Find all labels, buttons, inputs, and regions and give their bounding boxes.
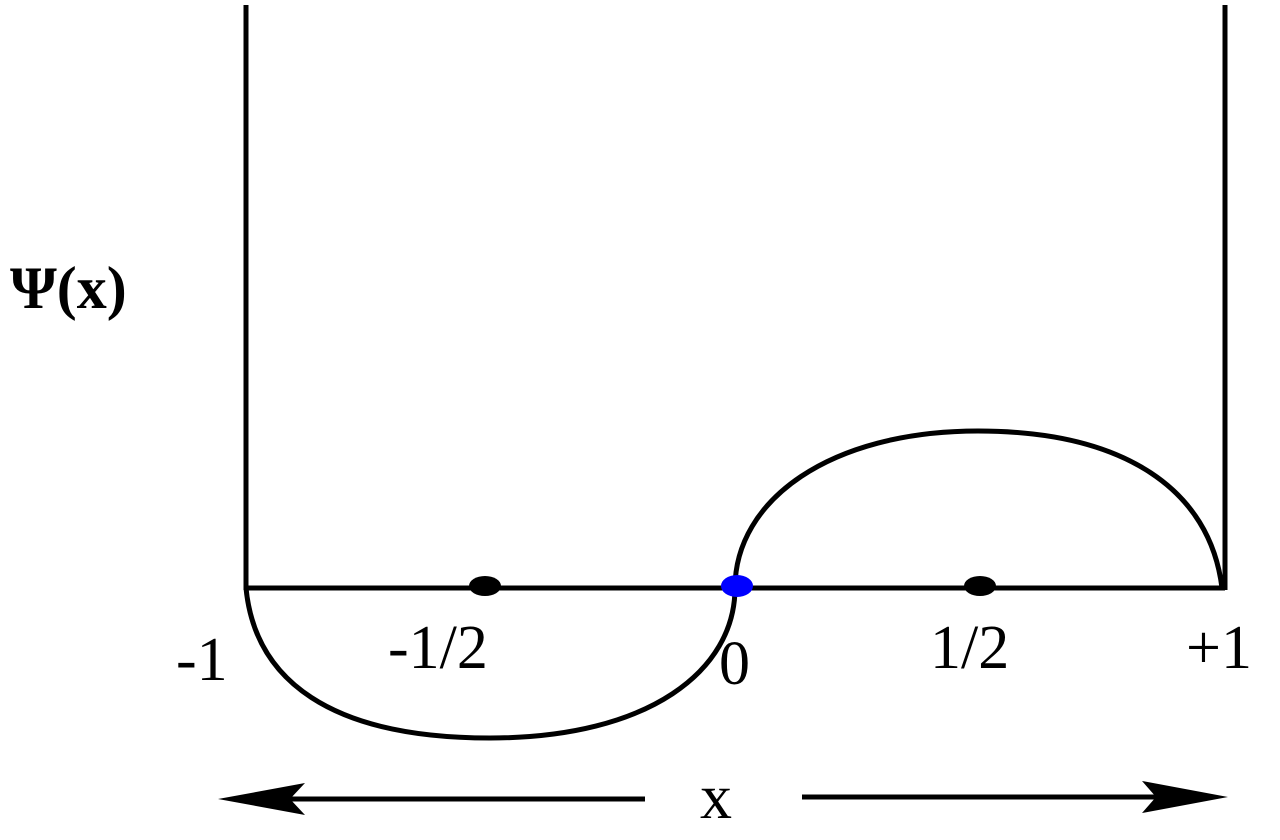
y-axis-label: Ψ(x) bbox=[10, 255, 127, 321]
marker-zero bbox=[721, 575, 753, 597]
marker-half bbox=[964, 576, 996, 596]
tick-label-minus-one: -1 bbox=[176, 626, 228, 694]
x-arrow-right-head bbox=[1142, 781, 1228, 813]
tick-label-half: 1/2 bbox=[930, 614, 1009, 682]
tick-label-minus-half: -1/2 bbox=[388, 614, 488, 682]
wavefunction-upper-lobe bbox=[732, 428, 1225, 589]
x-axis-label: x bbox=[700, 761, 732, 832]
wavefunction-lower-lobe bbox=[243, 587, 738, 741]
tick-label-plus-one: +1 bbox=[1186, 614, 1252, 682]
x-arrow-left-head bbox=[218, 783, 305, 815]
marker-minus-half bbox=[469, 576, 501, 596]
tick-label-zero: 0 bbox=[719, 630, 750, 698]
